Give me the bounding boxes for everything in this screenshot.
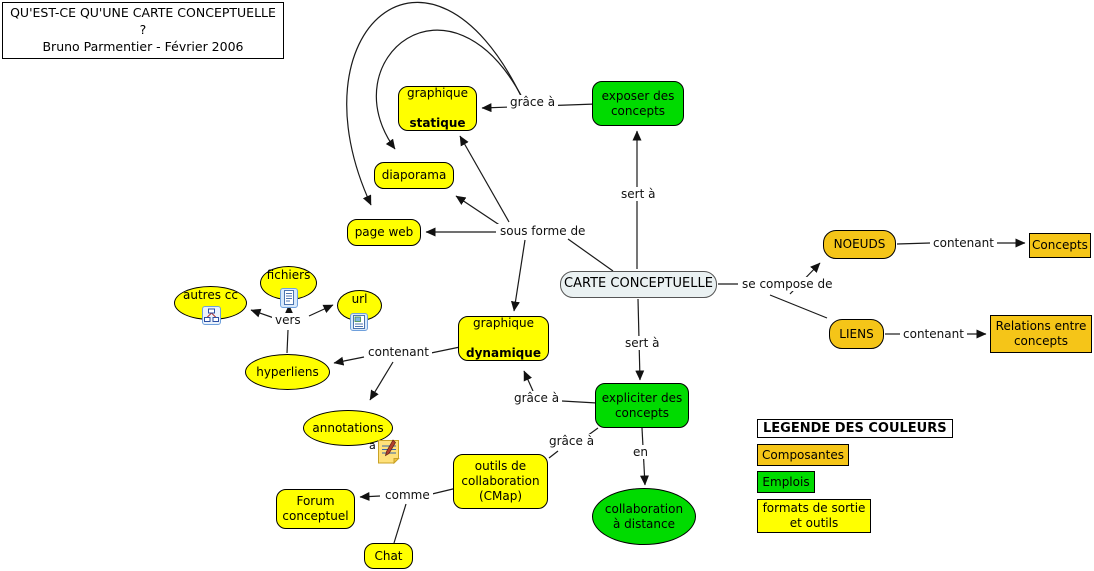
- map-title-line1: QU'EST-CE QU'UNE CARTE CONCEPTUELLE ?: [10, 5, 276, 37]
- link-label-contenant-liens[interactable]: contenant: [900, 327, 967, 341]
- node-graphique-statique[interactable]: graphique statique: [398, 86, 477, 131]
- node-relations-entre-concepts[interactable]: Relations entre concepts: [990, 315, 1092, 353]
- annotation-note-icon[interactable]: a: [368, 438, 400, 465]
- link-label-se-compose-de[interactable]: se compose de: [739, 277, 836, 291]
- node-autres-cc[interactable]: autres cc: [174, 286, 247, 325]
- node-carte-conceptuelle[interactable]: CARTE CONCEPTUELLE: [560, 271, 717, 298]
- legend-item-composantes: Composantes: [757, 444, 849, 466]
- node-page-web[interactable]: page web: [347, 219, 421, 246]
- node-outils-de-collaboration[interactable]: outils de collaboration (CMap): [453, 454, 548, 509]
- svg-text:a: a: [369, 439, 376, 452]
- node-hyperliens[interactable]: hyperliens: [245, 354, 330, 390]
- link-label-grace-a-3[interactable]: grâce à: [546, 434, 598, 448]
- map-title: QU'EST-CE QU'UNE CARTE CONCEPTUELLE ? Br…: [2, 2, 284, 59]
- link-label-contenant-noeuds[interactable]: contenant: [930, 236, 997, 250]
- legend-item-formats-sortie: formats de sortie et outils: [757, 499, 871, 533]
- link-label-vers[interactable]: vers: [272, 313, 304, 327]
- concept-map-icon[interactable]: [202, 306, 221, 325]
- webpage-icon[interactable]: [350, 313, 368, 331]
- node-label: fichiers: [266, 268, 311, 282]
- node-annotations[interactable]: annotations a: [303, 410, 400, 465]
- map-title-line2: Bruno Parmentier - Février 2006: [42, 38, 244, 54]
- link-label-grace-a-1[interactable]: grâce à: [507, 95, 559, 109]
- link-label-en[interactable]: en: [630, 445, 651, 459]
- node-exposer-des-concepts[interactable]: exposer des concepts: [592, 81, 684, 126]
- node-label: autres cc: [183, 288, 238, 302]
- legend-item-emplois: Emplois: [757, 471, 815, 493]
- node-label: annotations: [312, 420, 384, 435]
- node-label: dynamique: [466, 346, 541, 360]
- node-chat[interactable]: Chat: [364, 543, 413, 569]
- link-label-contenant-gauche[interactable]: contenant: [365, 345, 432, 359]
- link-label-sert-a-1[interactable]: sert à: [618, 187, 659, 201]
- node-graphique-dynamique[interactable]: graphique dynamique: [458, 316, 549, 361]
- link-label-grace-a-2[interactable]: grâce à: [511, 391, 563, 405]
- node-label: statique: [409, 116, 466, 130]
- node-label: graphique: [472, 316, 535, 330]
- node-concepts[interactable]: Concepts: [1029, 233, 1091, 258]
- node-fichiers[interactable]: fichiers: [260, 266, 317, 308]
- link-label-sert-a-2[interactable]: sert à: [622, 336, 663, 350]
- node-expliciter-des-concepts[interactable]: expliciter des concepts: [595, 383, 689, 428]
- link-label-comme[interactable]: comme: [382, 488, 433, 502]
- document-icon[interactable]: [280, 288, 298, 308]
- node-label: graphique: [406, 86, 469, 100]
- node-forum-conceptuel[interactable]: Forum conceptuel: [276, 489, 355, 529]
- node-noeuds[interactable]: NOEUDS: [823, 230, 896, 259]
- link-label-sous-forme-de[interactable]: sous forme de: [497, 224, 589, 238]
- node-url[interactable]: url: [337, 290, 382, 331]
- node-label: url: [351, 292, 368, 306]
- node-collaboration-a-distance[interactable]: collaboration à distance: [592, 488, 696, 545]
- legend-title: LEGENDE DES COULEURS: [757, 419, 953, 438]
- node-diaporama[interactable]: diaporama: [374, 162, 454, 189]
- node-liens[interactable]: LIENS: [829, 319, 884, 349]
